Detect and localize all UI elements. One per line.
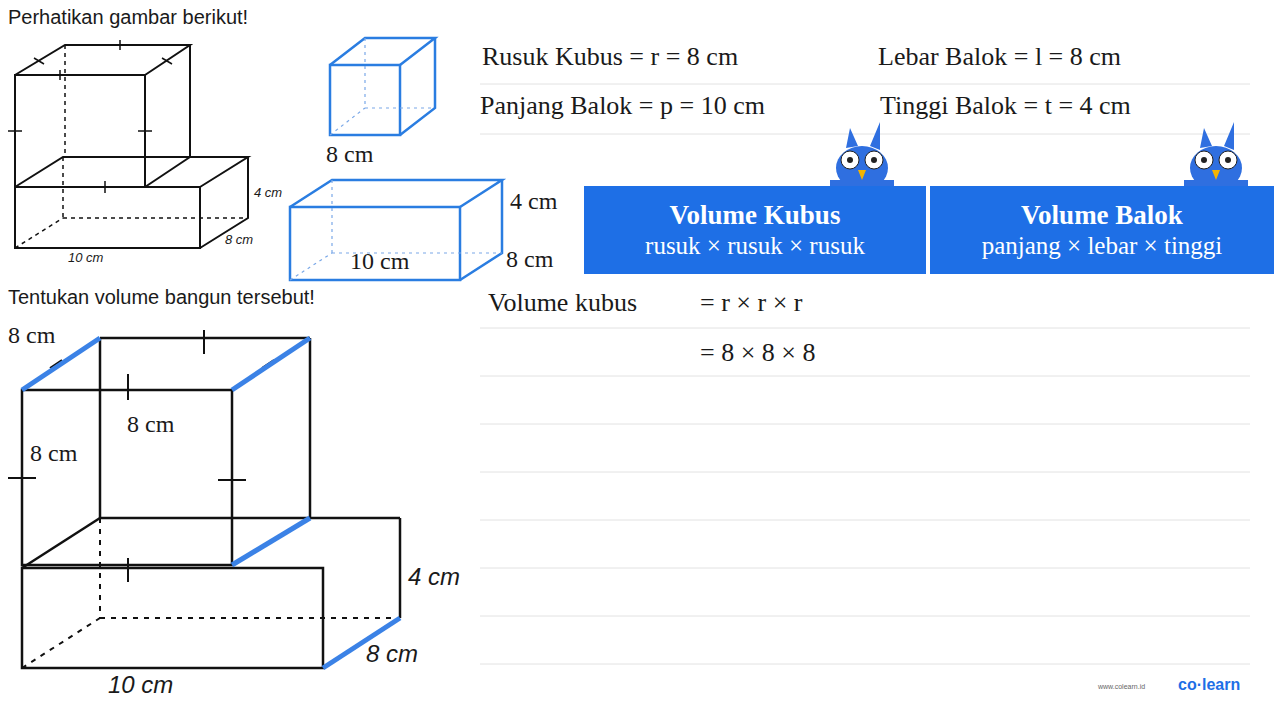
dimension-label: 8 cm bbox=[506, 246, 553, 274]
equation-text: Volume kubus bbox=[488, 288, 637, 318]
equation-text: = 8 × 8 × 8 bbox=[700, 338, 816, 368]
website-text: www.colearn.id bbox=[1098, 683, 1145, 691]
formula-box: Volume Balokpanjang × lebar × tinggi bbox=[930, 186, 1274, 274]
equation-text: = r × r × r bbox=[700, 288, 802, 318]
formula-box: Volume Kubusrusuk × rusuk × rusuk bbox=[584, 186, 926, 274]
dimension-label: 4 cm bbox=[510, 188, 557, 216]
given-value: Lebar Balok = l = 8 cm bbox=[878, 42, 1121, 72]
dimension-label: 4 cm bbox=[408, 563, 460, 591]
dimension-label: 8 cm bbox=[127, 411, 174, 439]
given-value: Rusuk Kubus = r = 8 cm bbox=[482, 42, 738, 72]
owl-mascot bbox=[830, 122, 894, 190]
formula-text: rusuk × rusuk × rusuk bbox=[645, 231, 865, 261]
dimension-label: 10 cm bbox=[108, 671, 173, 699]
dimension-label: 4 cm bbox=[254, 186, 282, 201]
instruction-text: Perhatikan gambar berikut! bbox=[8, 6, 248, 29]
dimension-label: 8 cm bbox=[366, 640, 418, 668]
given-value: Panjang Balok = p = 10 cm bbox=[480, 91, 765, 121]
formula-title: Volume Balok bbox=[1021, 199, 1183, 231]
dimension-label: 8 cm bbox=[326, 141, 373, 169]
composite-figure-small bbox=[8, 40, 248, 248]
notebook-lines bbox=[480, 84, 1250, 664]
brand-logo: co·learn bbox=[1178, 676, 1240, 694]
owl-mascot bbox=[1184, 122, 1248, 190]
cube-figure bbox=[330, 38, 435, 135]
formula-title: Volume Kubus bbox=[670, 199, 841, 231]
question-text: Tentukan volume bangun tersebut! bbox=[8, 286, 315, 309]
given-value: Tinggi Balok = t = 4 cm bbox=[880, 91, 1131, 121]
dimension-label: 8 cm bbox=[8, 322, 55, 350]
cuboid-figure bbox=[290, 180, 502, 280]
dimension-label: 8 cm bbox=[30, 440, 77, 468]
composite-figure-large bbox=[8, 330, 400, 668]
dimension-label: 8 cm bbox=[225, 233, 253, 248]
dimension-label: 10 cm bbox=[350, 248, 409, 276]
formula-text: panjang × lebar × tinggi bbox=[982, 231, 1223, 261]
dimension-label: 10 cm bbox=[68, 251, 103, 266]
